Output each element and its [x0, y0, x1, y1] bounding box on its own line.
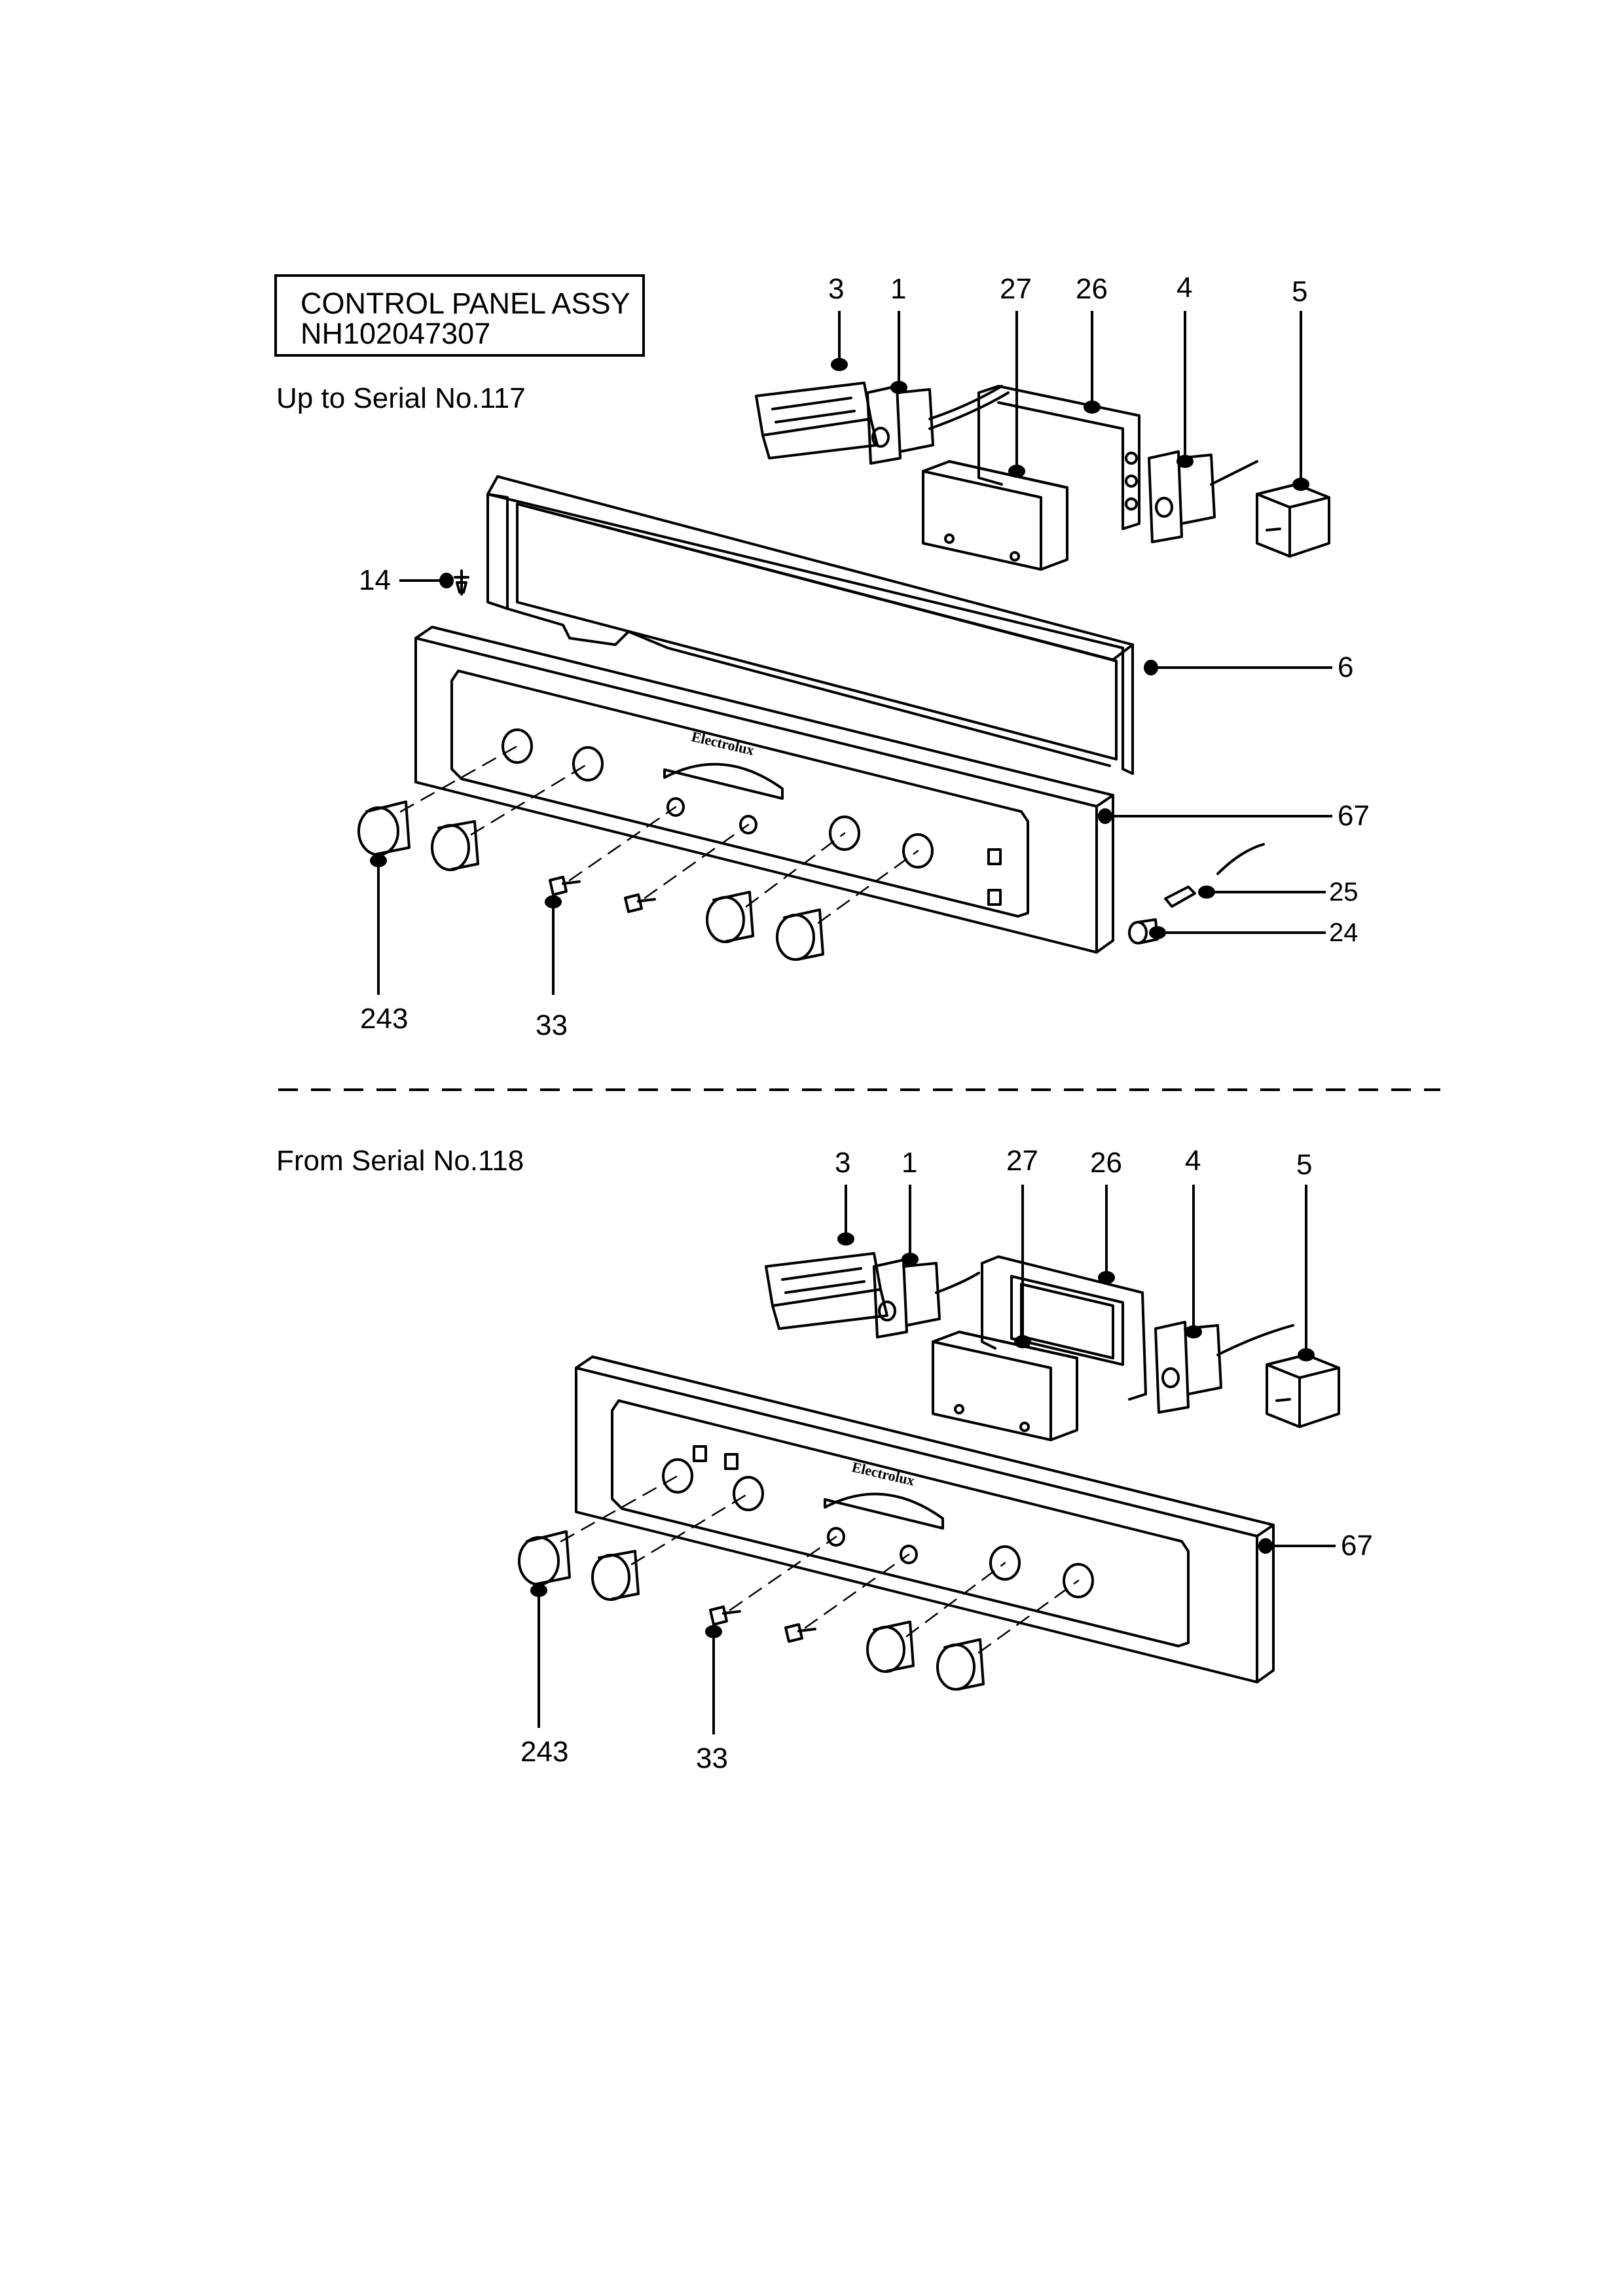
energy-regulator-part-2 — [1266, 1354, 1340, 1428]
callout-3-s2: 3 — [835, 1147, 851, 1179]
callout-25: 25 — [1329, 878, 1359, 906]
callout-26: 26 — [1076, 273, 1108, 305]
timer-module-part — [922, 460, 1068, 571]
callout-14: 14 — [359, 564, 391, 596]
bracket-part-2 — [981, 1255, 1147, 1401]
svg-text:Electrolux: Electrolux — [850, 1459, 916, 1489]
callout-243-s2: 243 — [520, 1736, 569, 1768]
timer-module-part-2 — [932, 1331, 1078, 1441]
front-panel-part-2 — [575, 1355, 1275, 1683]
selector-switch-part — [866, 385, 1010, 465]
callout-243: 243 — [360, 1003, 409, 1035]
rear-frame-part — [486, 475, 1134, 775]
callout-1-s2: 1 — [902, 1147, 918, 1179]
title-line-1: CONTROL PANEL ASSY — [301, 287, 630, 320]
callout-67: 67 — [1338, 800, 1370, 832]
svg-text:Electrolux: Electrolux — [690, 728, 756, 759]
callout-3: 3 — [828, 273, 845, 305]
switch-block-part-2 — [765, 1252, 888, 1330]
callout-27: 27 — [1000, 273, 1032, 305]
callout-33: 33 — [536, 1009, 568, 1041]
neon-lamp-part — [1164, 843, 1265, 908]
section-2-heading: From Serial No.118 — [276, 1145, 524, 1177]
title-box: CONTROL PANEL ASSY NH102047307 — [274, 274, 645, 357]
title-line-2: NH102047307 — [301, 317, 491, 350]
front-panel-part — [414, 626, 1114, 954]
callout-24: 24 — [1329, 918, 1359, 947]
section-1-heading: Up to Serial No.117 — [276, 382, 526, 414]
callout-4: 4 — [1176, 272, 1193, 304]
callout-67-s2: 67 — [1341, 1530, 1373, 1562]
callout-5-s2: 5 — [1296, 1149, 1313, 1181]
selector-switch-part-2 — [873, 1259, 980, 1338]
switch-block-part — [755, 382, 879, 459]
bracket-part — [977, 385, 1140, 530]
callout-33-s2: 33 — [696, 1742, 728, 1774]
thermostat-part-2 — [1154, 1321, 1294, 1414]
leader-lines — [370, 311, 1336, 1734]
callout-27-s2: 27 — [1006, 1145, 1038, 1177]
callout-6: 6 — [1338, 651, 1354, 683]
callout-4-s2: 4 — [1185, 1145, 1201, 1177]
energy-regulator-part — [1256, 483, 1330, 558]
thermostat-part — [1148, 450, 1258, 543]
knob-part-2 — [518, 1530, 985, 1691]
callout-26-s2: 26 — [1090, 1147, 1122, 1179]
callout-5: 5 — [1292, 276, 1308, 308]
knob-part — [357, 800, 824, 961]
clip-part — [454, 569, 469, 596]
callout-1: 1 — [890, 273, 907, 305]
